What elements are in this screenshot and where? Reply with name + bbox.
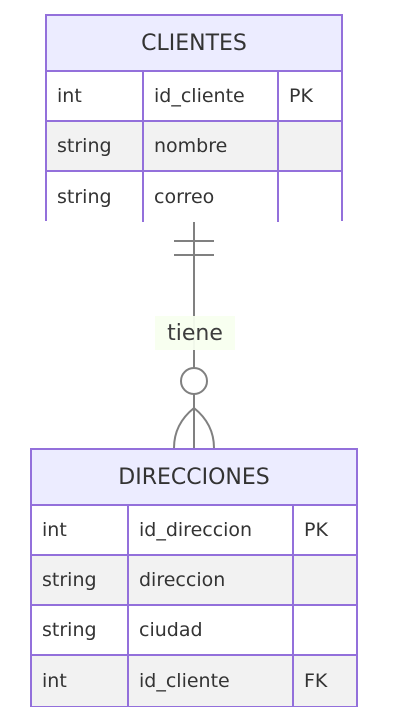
attribute-key: [294, 556, 356, 604]
zero-marker-circle: [180, 367, 208, 395]
entity-clientes: CLIENTES int id_cliente PK string nombre…: [45, 14, 343, 222]
attribute-row: string nombre: [47, 122, 341, 172]
attribute-row: int id_direccion PK: [32, 506, 356, 556]
attribute-name: id_cliente: [129, 656, 294, 706]
relationship-label: tiene: [155, 316, 235, 350]
attribute-type: string: [32, 606, 129, 654]
attribute-name: id_cliente: [144, 72, 279, 120]
attribute-name: nombre: [144, 122, 279, 170]
attribute-type: string: [32, 556, 129, 604]
attribute-type: int: [47, 72, 144, 120]
attribute-type: int: [32, 506, 129, 554]
attribute-name: correo: [144, 172, 279, 222]
attribute-row: int id_cliente PK: [47, 72, 341, 122]
attribute-type: string: [47, 172, 144, 222]
entity-title: DIRECCIONES: [32, 450, 356, 506]
entity-title: CLIENTES: [47, 16, 341, 72]
attribute-key: [279, 172, 341, 222]
crowfoot-left: [173, 407, 195, 449]
attribute-name: direccion: [129, 556, 294, 604]
attribute-name: id_direccion: [129, 506, 294, 554]
attribute-row: string direccion: [32, 556, 356, 606]
attribute-key: PK: [289, 85, 313, 107]
attribute-row: string correo: [47, 172, 341, 222]
attribute-key: [279, 122, 341, 170]
attribute-key: PK: [304, 519, 328, 541]
entity-direcciones: DIRECCIONES int id_direccion PK string d…: [30, 448, 358, 707]
attribute-key: [294, 606, 356, 654]
attribute-row: int id_cliente FK: [32, 656, 356, 706]
attribute-type: string: [47, 122, 144, 170]
attribute-name: ciudad: [129, 606, 294, 654]
attribute-key: FK: [304, 670, 328, 692]
attribute-row: string ciudad: [32, 606, 356, 656]
attribute-type: int: [32, 656, 129, 706]
crowfoot-right: [193, 407, 215, 449]
